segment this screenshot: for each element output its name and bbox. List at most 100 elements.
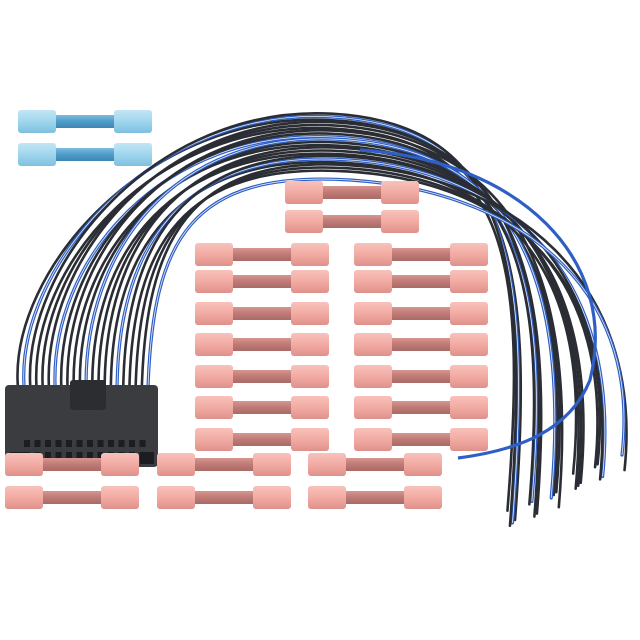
connector-sleeve [195, 270, 233, 293]
connector-sleeve [18, 110, 56, 133]
wire-stripe [85, 138, 556, 498]
connector-sleeve [114, 110, 152, 133]
red-butt-connector [354, 333, 488, 356]
connector-barrel [223, 338, 301, 351]
red-butt-connector [195, 396, 329, 419]
black-wire [109, 160, 578, 475]
connector-barrel [336, 491, 414, 504]
red-butt-connector [195, 333, 329, 356]
black-wire [35, 126, 516, 513]
connector-sleeve [291, 270, 329, 293]
connector-sleeve [195, 396, 233, 419]
connector-barrel [313, 215, 391, 228]
red-butt-connector [285, 210, 419, 233]
connector-sleeve [354, 428, 392, 451]
connector-barrel [382, 248, 460, 261]
connector-barrel [223, 307, 301, 320]
connector-sleeve [354, 365, 392, 388]
red-butt-connector [354, 428, 488, 451]
red-butt-connector [308, 453, 442, 476]
connector-pin-cavity [66, 452, 72, 459]
red-butt-connector [354, 270, 488, 293]
connector-barrel [33, 458, 111, 471]
black-wire [41, 123, 543, 515]
connector-sleeve [404, 486, 442, 509]
connector-sleeve [5, 486, 43, 509]
connector-sleeve [450, 333, 488, 356]
connector-pin-cavity [55, 440, 62, 447]
connector-sleeve [354, 333, 392, 356]
connector-sleeve [253, 453, 291, 476]
red-butt-connector [354, 365, 488, 388]
connector-pin-cavity [87, 440, 93, 447]
connector-pin-cavity [108, 440, 114, 447]
connector-sleeve [354, 302, 392, 325]
red-butt-connector [285, 181, 419, 204]
connector-sleeve [308, 486, 346, 509]
connector-sleeve [285, 181, 323, 204]
connector-sleeve [291, 333, 329, 356]
black-wire [47, 120, 541, 518]
blue-wire [359, 148, 597, 460]
connector-sleeve [114, 143, 152, 166]
connector-pin-cavity [55, 452, 62, 459]
black-wire [78, 140, 559, 497]
red-butt-connector [195, 270, 329, 293]
connector-sleeve [101, 486, 139, 509]
connector-sleeve [253, 486, 291, 509]
connector-barrel [336, 458, 414, 471]
red-butt-connector [354, 302, 488, 325]
connector-pin-cavity [76, 440, 83, 447]
connector-pin-cavity [76, 452, 83, 459]
black-wire [128, 169, 602, 466]
connector-sleeve [157, 453, 195, 476]
black-wire [97, 149, 583, 488]
connector-pin-cavity [34, 440, 41, 447]
connector-pin-cavity [87, 452, 93, 459]
connector-barrel [382, 401, 460, 414]
connector-sleeve [5, 453, 43, 476]
connector-barrel [382, 307, 460, 320]
connector-sleeve [195, 428, 233, 451]
connector-sleeve [291, 396, 329, 419]
connector-pin-cavity [45, 440, 51, 447]
connector-pin-cavity [129, 440, 135, 447]
red-butt-connector [354, 243, 488, 266]
red-butt-connector [157, 453, 291, 476]
connector-sleeve [195, 333, 233, 356]
connector-sleeve [354, 270, 392, 293]
black-wire [16, 118, 523, 522]
black-wire [90, 152, 585, 485]
connector-sleeve [195, 302, 233, 325]
black-wire [103, 146, 580, 490]
black-wire [134, 166, 599, 469]
connector-sleeve [195, 365, 233, 388]
connector-sleeve [18, 143, 56, 166]
wire-stripe [116, 158, 606, 477]
connector-sleeve [291, 243, 329, 266]
red-butt-connector [308, 486, 442, 509]
red-butt-connector [195, 365, 329, 388]
connector-barrel [223, 433, 301, 446]
black-wire [28, 112, 518, 528]
connector-barrel [382, 370, 460, 383]
wire-stripe [54, 136, 537, 502]
connector-pin-cavity [24, 440, 30, 447]
connector-barrel [382, 275, 460, 288]
connector-latch [70, 380, 106, 410]
connector-sleeve [450, 243, 488, 266]
connector-barrel [382, 338, 460, 351]
connector-barrel [185, 458, 263, 471]
butt-connectors [5, 110, 488, 509]
black-wire [60, 132, 536, 506]
connector-barrel [313, 186, 391, 199]
connector-barrel [223, 275, 301, 288]
connector-sleeve [404, 453, 442, 476]
connector-pin-cavity [66, 440, 72, 447]
connector-barrel [223, 370, 301, 383]
wire-bundle [16, 112, 628, 528]
black-wire [66, 129, 564, 509]
connector-barrel [185, 491, 263, 504]
connector-sleeve [450, 302, 488, 325]
